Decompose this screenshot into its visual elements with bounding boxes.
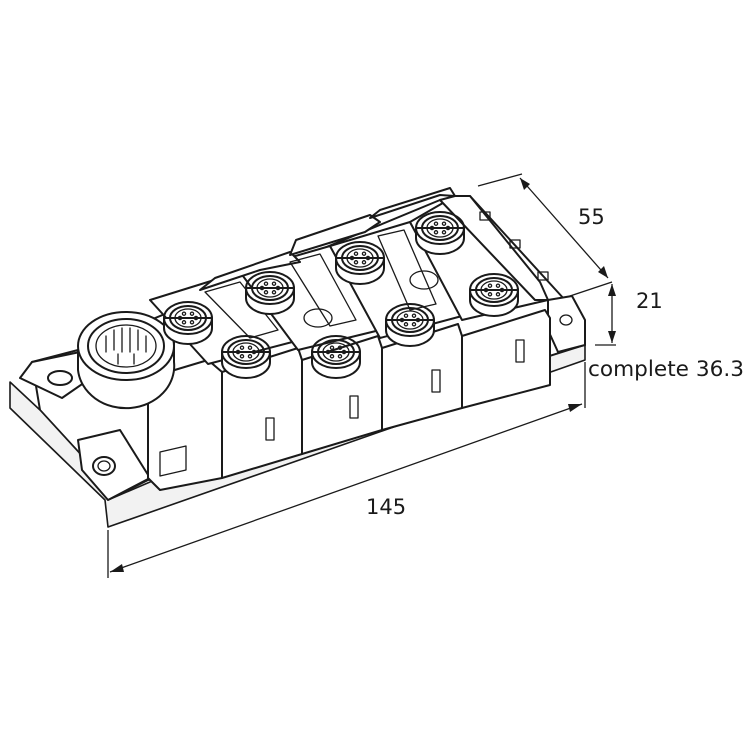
port-pin (239, 354, 245, 359)
port-pin (329, 345, 335, 350)
port-pin (251, 349, 257, 355)
dim-label-length: 145 (366, 495, 406, 519)
port-pin (193, 315, 199, 321)
port-pin (433, 221, 439, 226)
front-modules (147, 309, 551, 491)
dim-label-height: 21 (636, 289, 663, 313)
m12-port (311, 335, 361, 379)
module-back-rib-2 (289, 214, 381, 256)
m12-port (415, 211, 465, 255)
module-front-5 (461, 309, 551, 409)
port-pin (353, 251, 359, 256)
port-pin (341, 349, 347, 355)
port-pin (433, 230, 439, 235)
port-pin (365, 255, 371, 261)
port-pin (445, 225, 451, 231)
port-pin (259, 285, 265, 291)
port-pin (495, 292, 501, 297)
port-pin (337, 345, 343, 350)
port-pin (263, 290, 269, 295)
m12-port (335, 241, 385, 285)
m12-port (221, 335, 271, 379)
port-pin (353, 260, 359, 265)
port-pin (411, 313, 417, 318)
dim-label-complete: complete 36.3 (588, 357, 744, 381)
port-pin (411, 322, 417, 327)
port-pin (429, 225, 435, 231)
port-pin (483, 287, 489, 293)
port-pin (239, 345, 245, 350)
port-pin (337, 354, 343, 359)
front-mounting-lug (77, 429, 151, 501)
port-pin (235, 349, 241, 355)
main-connector-pins (105, 327, 147, 365)
port-pin (441, 230, 447, 235)
port-pin (181, 320, 187, 325)
port-pin (415, 317, 421, 323)
end-slot-1 (479, 211, 491, 221)
dimension-length (107, 362, 586, 578)
port-pin (247, 354, 253, 359)
m12-port (469, 273, 519, 317)
dimension-height (595, 284, 616, 346)
port-pin (275, 285, 281, 291)
port-pin (271, 290, 277, 295)
port-pin (263, 281, 269, 286)
dimension-depth (477, 173, 613, 297)
m12-port (385, 303, 435, 347)
m12-port (245, 271, 295, 315)
latch-2 (265, 417, 275, 441)
port-pin (329, 354, 335, 359)
latch-4 (431, 369, 441, 393)
mounting-hole-left (47, 370, 73, 386)
port-pin (403, 322, 409, 327)
main-connector (77, 311, 176, 410)
end-slot-3 (537, 271, 549, 281)
module-back-rib-3 (369, 187, 456, 219)
port-pin (361, 251, 367, 256)
port-pin (349, 255, 355, 261)
end-slot-2 (509, 239, 521, 249)
left-mounting-lug (19, 351, 89, 399)
mounting-hole-right (559, 314, 573, 326)
module-back-rib (199, 251, 301, 291)
end-block (439, 195, 549, 301)
right-mounting-lug (547, 295, 586, 353)
center-hole-2 (409, 270, 439, 290)
m12-port (163, 301, 213, 345)
port-pin (189, 320, 195, 325)
main-connector-rim (77, 311, 175, 381)
port-pin (403, 313, 409, 318)
port-pin (399, 317, 405, 323)
m12-ports (163, 211, 519, 379)
port-pin (441, 221, 447, 226)
port-pin (487, 292, 493, 297)
port-pin (181, 311, 187, 316)
dim-label-depth: 55 (578, 205, 605, 229)
port-pin (487, 283, 493, 288)
latch-3 (349, 395, 359, 419)
port-pin (247, 345, 253, 350)
center-hole-1 (303, 308, 333, 328)
port-pin (325, 349, 331, 355)
port-pin (177, 315, 183, 321)
port-pin (495, 283, 501, 288)
port-pin (499, 287, 505, 293)
port-pin (271, 281, 277, 286)
port-pin (361, 260, 367, 265)
mounting-hole-front (92, 456, 116, 476)
port-pin (189, 311, 195, 316)
latch-5 (515, 339, 525, 363)
